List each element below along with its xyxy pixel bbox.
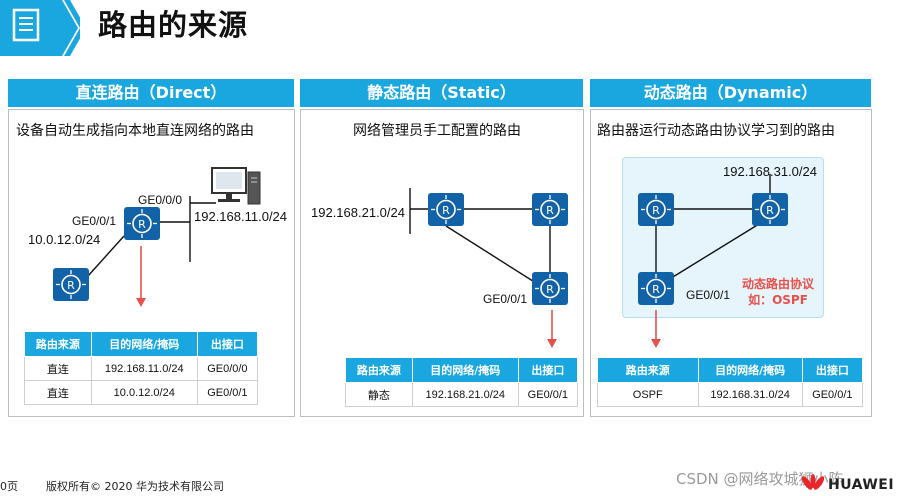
router-icon: R — [638, 272, 674, 305]
router-icon: R — [532, 193, 568, 226]
table-header: 目的网络/掩码 — [697, 357, 803, 383]
table-cell: GE0/0/1 — [801, 382, 864, 407]
table-header: 路由来源 — [24, 331, 92, 357]
network-label: 192.168.31.0/24 — [723, 164, 817, 179]
network-label: 10.0.12.0/24 — [28, 232, 101, 247]
svg-text:R: R — [652, 283, 660, 296]
network-label: 192.168.11.0/24 — [194, 209, 288, 224]
table-header: 出接口 — [517, 357, 579, 383]
table-header: 出接口 — [801, 357, 864, 383]
panel-description-direct: 设备自动生成指向本地直连网络的路由 — [16, 123, 254, 139]
routing-table-direct: 路由来源 目的网络/掩码 出接口 直连 192.168.11.0/24 GE0/… — [24, 331, 259, 405]
table-cell: 静态 — [345, 382, 413, 407]
router-icon: R — [53, 268, 89, 301]
svg-text:R: R — [546, 283, 554, 296]
routing-table-static: 路由来源 目的网络/掩码 出接口 静态 192.168.21.0/24 GE0/… — [345, 357, 579, 407]
svg-text:R: R — [546, 204, 554, 217]
router-icon: R — [532, 272, 568, 305]
table-cell: 10.0.12.0/24 — [90, 380, 198, 405]
table-cell: 192.168.11.0/24 — [90, 356, 198, 381]
brand-name: HUAWEI — [828, 477, 895, 493]
table-header: 路由来源 — [597, 357, 699, 383]
slide-header-icon — [0, 0, 80, 56]
network-label: 192.168.21.0/24 — [311, 205, 405, 220]
panel-header-dynamic: 动态路由（Dynamic） — [590, 79, 871, 107]
svg-text:R: R — [138, 218, 146, 231]
table-cell: GE0/0/1 — [196, 380, 259, 405]
table-row: OSPF 192.168.31.0/24 GE0/0/1 — [597, 382, 864, 407]
table-cell: 直连 — [24, 356, 92, 381]
huawei-logo-icon — [801, 474, 825, 490]
protocol-label: 动态路由协议 如：OSPF — [730, 276, 826, 308]
routing-table-dynamic: 路由来源 目的网络/掩码 出接口 OSPF 192.168.31.0/24 GE… — [597, 357, 864, 407]
router-icon: R — [428, 193, 464, 226]
copyright-text: 版权所有© 2020 华为技术有限公司 — [46, 480, 224, 493]
table-cell: GE0/0/1 — [517, 382, 579, 407]
router-icon: R — [752, 193, 788, 226]
table-row: 静态 192.168.21.0/24 GE0/0/1 — [345, 382, 579, 407]
interface-label-ge001: GE0/0/1 — [686, 288, 731, 302]
table-header: 目的网络/掩码 — [90, 331, 198, 357]
page-number: 0页 — [0, 480, 18, 493]
svg-text:R: R — [442, 204, 450, 217]
panel-header-direct: 直连路由（Direct） — [8, 79, 294, 107]
protocol-label-line1: 动态路由协议 — [741, 277, 814, 291]
table-cell: OSPF — [597, 382, 699, 407]
page-title: 路由的来源 — [98, 8, 249, 42]
svg-text:R: R — [766, 204, 774, 217]
table-cell: 192.168.31.0/24 — [697, 382, 803, 407]
svg-text:R: R — [67, 279, 75, 292]
router-icon: R — [124, 207, 160, 240]
watermark: CSDN @网络攻城狮小陈 — [676, 470, 844, 488]
svg-text:R: R — [652, 204, 660, 217]
pc-icon — [211, 167, 261, 205]
table-header: 出接口 — [196, 331, 259, 357]
table-cell: 直连 — [24, 380, 92, 405]
table-header: 目的网络/掩码 — [411, 357, 519, 383]
interface-label-ge001: GE0/0/1 — [72, 214, 117, 228]
interface-label-ge000: GE0/0/0 — [138, 193, 183, 207]
table-header: 路由来源 — [345, 357, 413, 383]
table-row: 直连 192.168.11.0/24 GE0/0/0 — [24, 356, 259, 381]
table-cell: 192.168.21.0/24 — [411, 382, 519, 407]
table-cell: GE0/0/0 — [196, 356, 259, 381]
protocol-label-line2: 如：OSPF — [748, 293, 808, 307]
panel-description-static: 网络管理员手工配置的路由 — [353, 123, 521, 139]
panel-description-dynamic: 路由器运行动态路由协议学习到的路由 — [597, 123, 835, 139]
router-icon: R — [638, 193, 674, 226]
interface-label-ge001: GE0/0/1 — [483, 292, 528, 306]
table-row: 直连 10.0.12.0/24 GE0/0/1 — [24, 380, 259, 405]
panel-header-static: 静态路由（Static） — [300, 79, 583, 107]
